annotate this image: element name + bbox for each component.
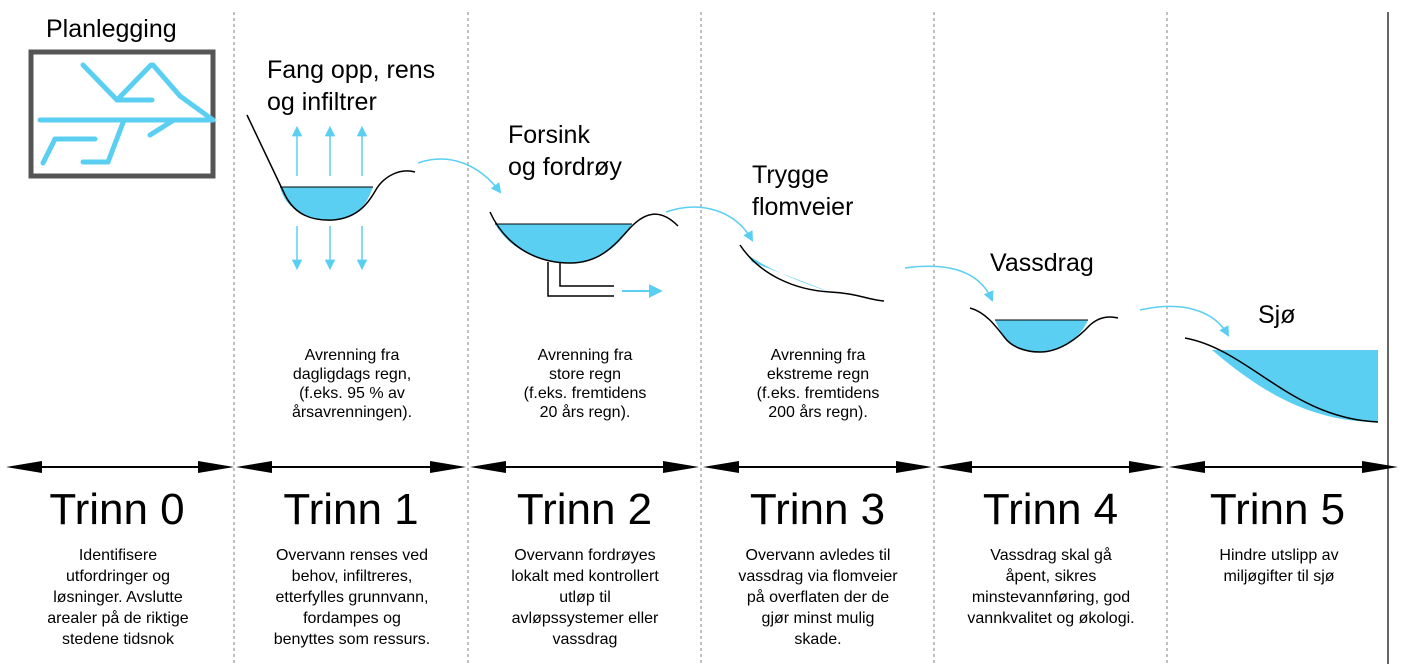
step-label-3: Trinn 3 [749, 485, 886, 534]
heading-sjo: Sjø [1258, 301, 1296, 329]
stream-channel-icon [969, 305, 1230, 353]
timeline-arrow-5 [1169, 461, 1398, 473]
description-trinn-2: Avrenning fra store regn (f.eks. fremtid… [523, 347, 647, 421]
description-trinn-3: Avrenning fra ekstreme regn (f.eks. frem… [756, 347, 880, 421]
flow-arrow-4-5 [1139, 305, 1230, 337]
flow-arrow-1-2 [417, 158, 502, 194]
infiltration-basin-icon [246, 114, 502, 271]
footer-trinn-3: Overvann avledes til vassdrag via flomve… [738, 547, 898, 648]
step-label-4: Trinn 4 [982, 485, 1119, 534]
timeline-arrow-4 [936, 461, 1165, 473]
column-dividers [233, 12, 1168, 664]
detention-pond-icon [489, 206, 754, 298]
step-label-0: Trinn 0 [49, 485, 185, 534]
timeline-arrow-2 [470, 461, 699, 473]
step-label-1: Trinn 1 [283, 485, 419, 534]
step-label-2: Trinn 2 [516, 485, 653, 534]
footer-trinn-0: Identifisere utfordringer og løsninger. … [47, 547, 189, 648]
flood-path-icon [739, 244, 994, 302]
heading-trygge-flomveier: Trygge flomveier [752, 161, 854, 221]
description-trinn-1: Avrenning fra dagligdags regn, (f.eks. 9… [291, 347, 413, 421]
timeline-arrows [6, 461, 1398, 473]
heading-fang-opp: Fang opp, rens og infiltrer [267, 56, 436, 116]
timeline-arrow-1 [236, 461, 466, 473]
timeline-arrow-3 [703, 461, 932, 473]
step-label-5: Trinn 5 [1209, 485, 1346, 534]
footer-trinn-4: Vassdrag skal gå åpent, sikres minstevan… [967, 547, 1135, 627]
heading-forsink: Forsink og fordrøy [508, 121, 622, 181]
heading-vassdrag: Vassdrag [990, 249, 1094, 277]
footer-trinn-2: Overvann fordrøyes lokalt med kontroller… [511, 547, 659, 648]
footer-trinn-1: Overvann renses ved behov, infiltreres, … [273, 547, 431, 648]
planning-network-icon [28, 49, 216, 179]
footer-trinn-5: Hindre utslipp av miljøgifter til sjø [1219, 547, 1339, 585]
sea-icon [1184, 337, 1379, 423]
timeline-arrow-0 [6, 461, 234, 473]
flow-arrow-2-3 [665, 206, 754, 242]
heading-planlegging: Planlegging [46, 15, 177, 43]
flow-arrow-3-4 [904, 265, 994, 302]
